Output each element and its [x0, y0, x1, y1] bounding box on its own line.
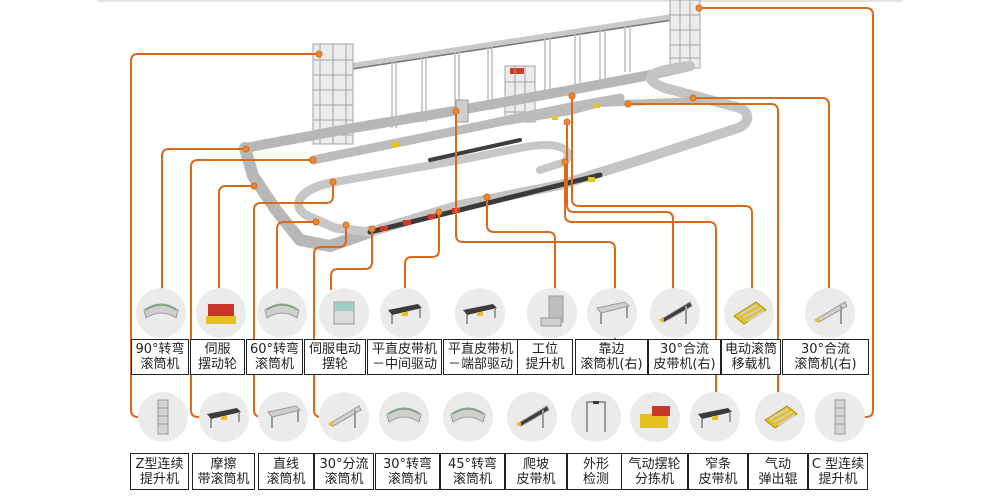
- z-lift-icon: [138, 392, 188, 442]
- label-line-1: 平直皮带机: [447, 342, 513, 357]
- component-label: C 型连续提升机: [808, 453, 868, 490]
- label-line-2: 滚筒机: [387, 471, 427, 487]
- top-divider: [97, 0, 903, 2]
- station-lift-icon: [527, 288, 577, 338]
- label-line-1: 窄条: [704, 456, 731, 472]
- label-line-2: 摆动轮: [197, 357, 237, 372]
- label-line-1: 伺服: [204, 342, 231, 357]
- label-line-2: 滚筒机: [266, 471, 306, 487]
- component-label: 伺服摆动轮: [190, 339, 245, 375]
- overhead-conveyor: [351, 11, 693, 128]
- label-line-1: 气动摆轮: [628, 456, 681, 472]
- label-line-1: 30°转弯: [382, 456, 433, 472]
- label-line-2: 移载机: [731, 357, 771, 372]
- roller-transfer-icon: [724, 288, 774, 338]
- component-label: 靠边滚筒机(右): [575, 339, 648, 375]
- component-label: 90°转弯滚筒机: [131, 339, 189, 375]
- merge-roller-30-icon: [805, 288, 855, 338]
- label-line-1: 平直皮带机: [371, 342, 437, 357]
- merge-belt-30-icon: [650, 288, 700, 338]
- component-label: 伺服电动摆轮: [304, 339, 366, 375]
- component-label: 30°转弯滚筒机: [375, 453, 440, 490]
- component-label: 外形检测: [567, 453, 625, 490]
- servo-electric-swing-icon: [319, 288, 369, 338]
- label-line-1: 伺服电动: [308, 342, 361, 357]
- friction-roller-icon: [199, 392, 249, 442]
- label-line-2: －中间驱动: [371, 357, 437, 372]
- curve-roller-30-icon: [379, 392, 429, 442]
- label-line-2: 带滚筒机: [197, 471, 250, 487]
- label-line-2: 皮带机: [698, 471, 738, 487]
- label-line-1: 气动: [764, 456, 791, 472]
- component-label: 气动摆轮分拣机: [621, 453, 688, 490]
- label-line-2: 滚筒机: [324, 471, 364, 487]
- component-label: 电动滚筒移载机: [721, 339, 781, 375]
- label-line-1: 60°转弯: [249, 342, 300, 357]
- label-line-1: 爬坡: [522, 456, 549, 472]
- outer-conveyor-loop: [239, 61, 753, 252]
- label-line-1: 摩擦: [210, 456, 237, 472]
- component-label: 30°分流滚筒机: [314, 453, 374, 490]
- label-line-1: 外形: [582, 456, 609, 472]
- label-line-1: 电动滚筒: [724, 342, 777, 357]
- label-line-2: －端部驱动: [447, 357, 513, 372]
- label-line-2: 检测: [582, 471, 609, 487]
- label-line-1: Z型连续: [135, 456, 184, 472]
- label-line-2: 皮带机: [516, 471, 556, 487]
- curve-roller-90-icon: [136, 288, 186, 338]
- belt-center-drive-icon: [380, 288, 430, 338]
- profile-check-icon: [571, 392, 621, 442]
- label-line-2: 滚筒机: [140, 357, 180, 372]
- label-line-2: 滚筒机: [452, 471, 492, 487]
- label-line-1: C 型连续: [811, 456, 865, 472]
- label-line-2: 提升机: [818, 471, 858, 487]
- component-label: 60°转弯滚筒机: [246, 339, 303, 375]
- label-line-2: 滚筒机: [254, 357, 294, 372]
- label-line-1: 90°转弯: [135, 342, 185, 357]
- side-align-roller-icon: [587, 288, 637, 338]
- label-line-1: 靠边: [598, 342, 625, 357]
- label-line-1: 45°转弯: [447, 456, 498, 472]
- pneumatic-sorter-icon: [630, 392, 680, 442]
- connector-lines: [130, 7, 874, 440]
- component-label: 工位提升机: [517, 339, 573, 375]
- straight-roller-icon: [258, 392, 308, 442]
- label-line-2: 分拣机: [634, 471, 674, 487]
- pop-up-roller-icon: [755, 392, 805, 442]
- narrow-belt-icon: [690, 392, 740, 442]
- component-label: 30°合流滚筒机(右): [782, 339, 869, 375]
- component-label: 平直皮带机－中间驱动: [367, 339, 442, 375]
- curve-roller-60-icon: [257, 288, 307, 338]
- component-label: 平直皮带机－端部驱动: [443, 339, 518, 375]
- component-label: 45°转弯滚筒机: [440, 453, 505, 490]
- component-label: 摩擦带滚筒机: [192, 453, 255, 490]
- label-line-2: 滚筒机(右): [580, 357, 643, 372]
- label-line-1: 30°分流: [319, 456, 369, 472]
- connector-dots: [242, 4, 703, 233]
- label-line-1: 30°合流: [800, 342, 851, 357]
- incline-belt-icon: [507, 392, 557, 442]
- servo-swing-wheel-icon: [196, 288, 246, 338]
- label-line-1: 直线: [272, 456, 299, 472]
- label-line-2: 摆轮: [321, 357, 348, 372]
- c-lift-icon: [815, 392, 865, 442]
- label-line-1: 30°合流: [659, 342, 710, 357]
- belt-end-drive-icon: [455, 288, 505, 338]
- label-line-2: 皮带机(右): [653, 357, 716, 372]
- right-lift-tower: [669, 0, 701, 69]
- label-line-2: 提升机: [525, 357, 565, 372]
- component-label: 30°合流皮带机(右): [648, 339, 721, 375]
- label-line-2: 弹出辊: [758, 471, 798, 487]
- curve-roller-45-icon: [443, 392, 493, 442]
- component-label: 窄条皮带机: [688, 453, 748, 490]
- component-label: 爬坡皮带机: [505, 453, 567, 490]
- label-line-2: 滚筒机(右): [794, 357, 857, 372]
- component-label: Z型连续提升机: [130, 453, 189, 490]
- label-line-2: 提升机: [139, 471, 179, 487]
- component-label: 气动弹出辊: [748, 453, 808, 490]
- divert-roller-30-icon: [319, 392, 369, 442]
- component-label: 直线滚筒机: [258, 453, 314, 490]
- label-line-1: 工位: [531, 342, 558, 357]
